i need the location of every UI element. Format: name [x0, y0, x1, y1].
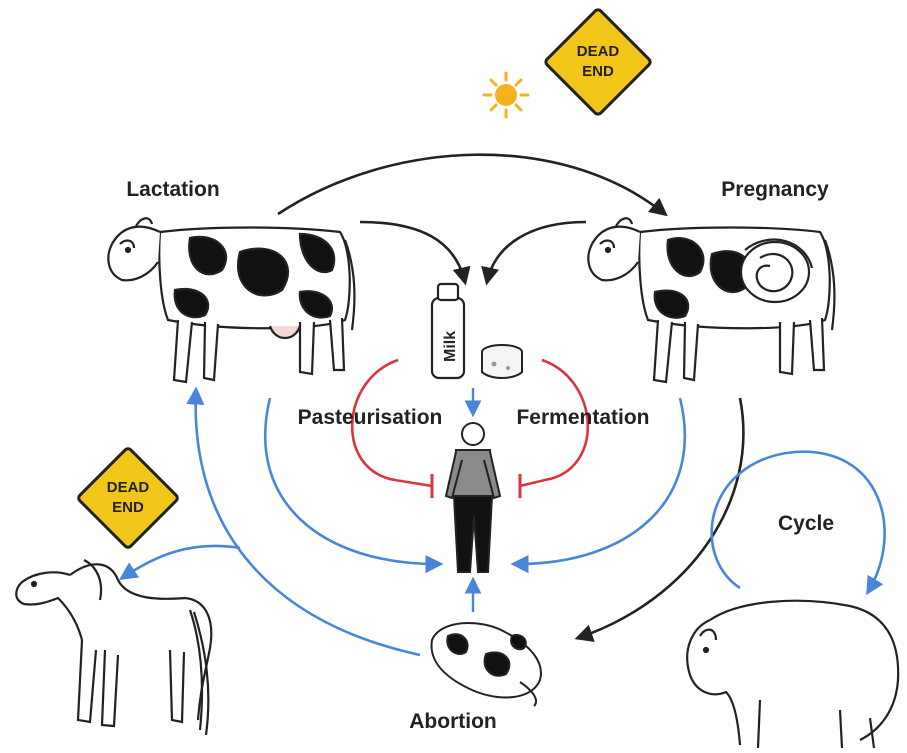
arrow-lactation-to-pregnancy	[277, 153, 668, 217]
cow-pregnancy-icon	[587, 217, 836, 384]
cheese-icon	[481, 344, 523, 379]
pasteurisation-inhibition	[350, 358, 434, 498]
bison-icon	[686, 599, 900, 749]
label-pregnancy: Pregnancy	[721, 178, 829, 201]
sun-icon	[482, 71, 530, 119]
cycle-arrow	[710, 450, 886, 596]
cow-lactation-icon	[107, 217, 356, 384]
arrow-lactation-to-human	[264, 397, 444, 574]
horse-icon	[15, 559, 213, 736]
arrow-pregnancy-to-human	[510, 397, 687, 574]
arrow-pregnancy-to-abortion	[574, 397, 745, 642]
arrow-lactation-to-milk	[359, 220, 471, 286]
arrow-to-horse	[118, 544, 241, 581]
dead-end-top-line1: DEAD	[577, 43, 620, 60]
milk-bottle-icon: Milk	[430, 282, 466, 380]
fermentation-inhibition	[518, 358, 590, 498]
dead-end-sign-top: DEAD END	[544, 8, 652, 116]
aborted-fetus-icon	[430, 622, 542, 707]
label-pasteurisation: Pasteurisation	[298, 406, 443, 429]
person-icon	[444, 422, 502, 573]
label-cycle: Cycle	[778, 512, 834, 535]
milk-label: Milk	[442, 331, 459, 362]
dead-end-sign-left: DEAD END	[77, 447, 179, 549]
dead-end-top-line2: END	[582, 63, 614, 80]
label-fermentation: Fermentation	[516, 406, 649, 429]
arrow-pregnancy-to-milk	[481, 220, 587, 286]
dead-end-left-line2: END	[112, 499, 144, 516]
label-abortion: Abortion	[409, 710, 496, 733]
arrow-abortion-to-lactation	[186, 386, 421, 657]
dead-end-left-line1: DEAD	[107, 479, 150, 496]
label-lactation: Lactation	[126, 178, 219, 201]
